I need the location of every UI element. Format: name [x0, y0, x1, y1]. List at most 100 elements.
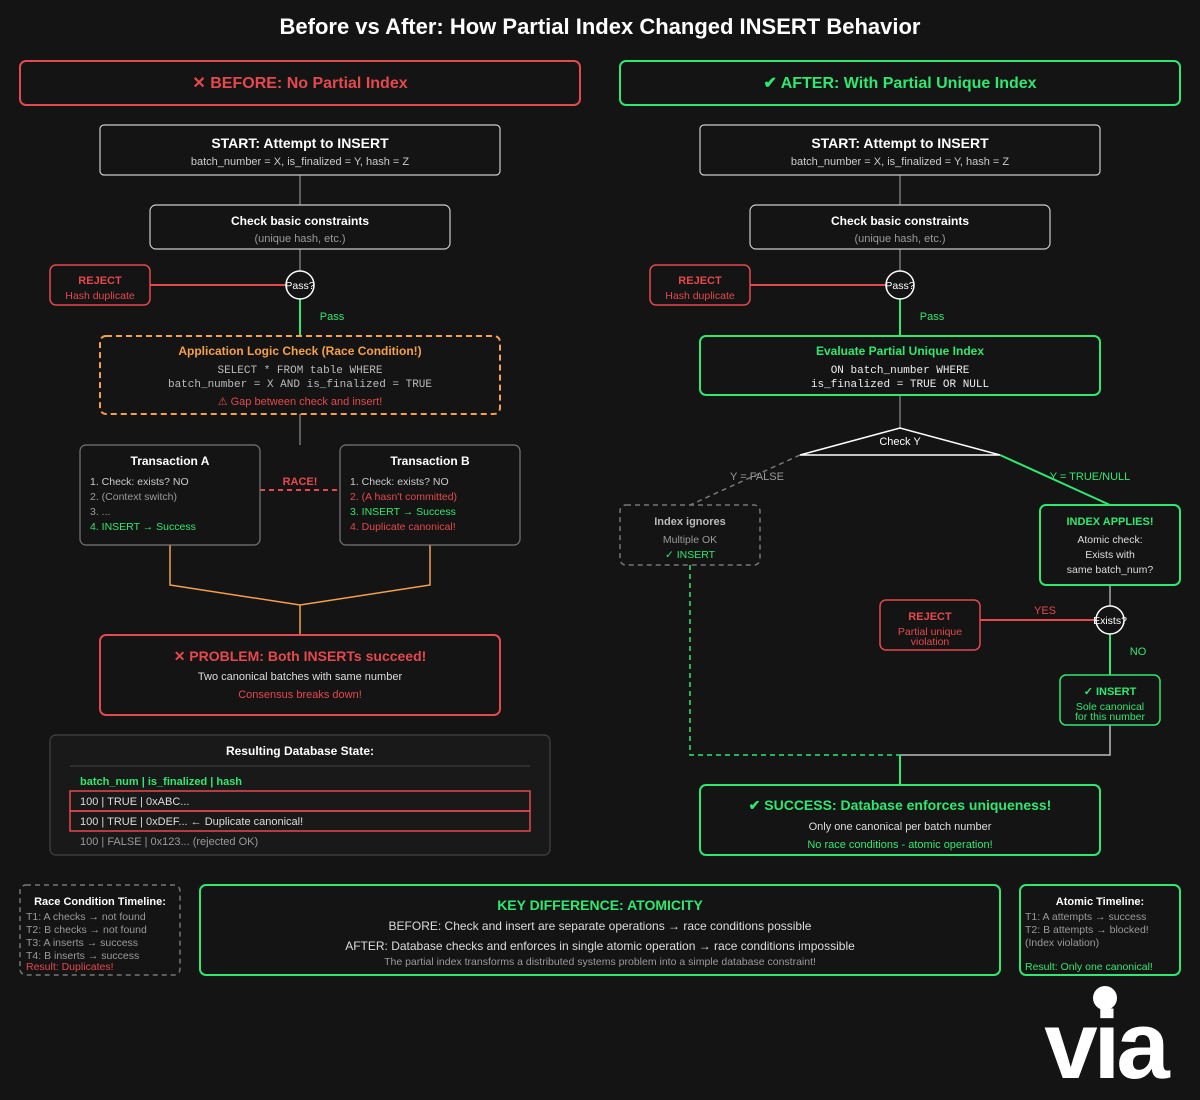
after-start-title: START: Attempt to INSERT	[811, 135, 989, 151]
reject-violation-line: violation	[911, 636, 950, 648]
y-true-label: Y = TRUE/NULL	[1050, 471, 1131, 483]
after-header: ✔ AFTER: With Partial Unique Index	[763, 75, 1036, 92]
before-pass-label: Pass	[320, 311, 345, 323]
after-start-box	[699, 124, 1101, 176]
exists-decision-node	[1095, 605, 1125, 635]
transaction-b-line: 2. (A hasn't committed)	[350, 491, 457, 503]
before-check-title: Check basic constraints	[231, 214, 369, 228]
race-timeline-line: T4: B inserts → success	[26, 950, 139, 962]
evaluate-index-title: Evaluate Partial Unique Index	[816, 344, 984, 358]
before-reject-title: REJECT	[78, 275, 122, 287]
problem-sub: Two canonical batches with same number	[198, 671, 403, 683]
db-header: batch_num | is_finalized | hash	[80, 776, 242, 788]
index-ignores-box	[619, 504, 761, 566]
insert-merge-connector	[900, 725, 1111, 756]
index-ignores-insert: ✓ INSERT	[665, 549, 716, 561]
after-check-box	[749, 204, 1051, 250]
evaluate-index-box	[699, 335, 1101, 396]
race-timeline-box	[19, 884, 181, 976]
problem-warning: Consensus breaks down!	[238, 689, 362, 701]
after-start-sub: batch_number = X, is_finalized = Y, hash…	[791, 156, 1009, 168]
index-applies-line: same batch_num?	[1067, 564, 1154, 576]
transaction-a-line: 4. INSERT → Success	[90, 521, 196, 533]
after-reject-sub: Hash duplicate	[665, 290, 735, 302]
race-label: RACE!	[283, 476, 318, 488]
db-row: 100 | FALSE | 0x123... (rejected OK)	[80, 836, 258, 848]
transaction-a-line: 3. ...	[90, 506, 110, 518]
key-difference-after: AFTER: Database checks and enforces in s…	[345, 939, 855, 953]
transaction-a-box	[79, 444, 261, 546]
before-reject-sub: Hash duplicate	[65, 290, 135, 302]
key-difference-before: BEFORE: Check and insert are separate op…	[389, 919, 812, 933]
ignore-merge-connector	[689, 565, 900, 756]
app-logic-code-1: SELECT * FROM table WHERE	[217, 365, 382, 377]
page-title: Before vs After: How Partial Index Chang…	[280, 14, 921, 39]
check-y-node	[799, 427, 1001, 456]
transaction-b-line: 3. INSERT → Success	[350, 506, 456, 518]
db-row-highlight	[69, 810, 531, 832]
key-difference-title: KEY DIFFERENCE: ATOMICITY	[497, 897, 703, 913]
after-decision-node	[885, 270, 915, 300]
db-row: 100 | TRUE | 0xDEF... ← Duplicate canoni…	[80, 816, 303, 828]
before-check-box	[149, 204, 451, 250]
race-timeline-line: T3: A inserts → success	[26, 937, 138, 949]
db-state-title: Resulting Database State:	[226, 744, 374, 758]
after-check-title: Check basic constraints	[831, 214, 969, 228]
key-difference-box	[199, 884, 1001, 976]
app-logic-box	[99, 335, 501, 415]
before-decision-node	[285, 270, 315, 300]
atomic-timeline-line: T1: A attempts → success	[1025, 911, 1146, 923]
before-check-sub: (unique hash, etc.)	[254, 233, 345, 245]
success-note: No race conditions - atomic operation!	[807, 839, 992, 851]
app-logic-code-2: batch_number = X AND is_finalized = TRUE	[168, 379, 432, 391]
before-header: ✕ BEFORE: No Partial Index	[192, 75, 407, 92]
insert-canonical-line: Sole canonical	[1076, 701, 1144, 713]
insert-canonical-title: ✓ INSERT	[1084, 686, 1137, 698]
before-start-title: START: Attempt to INSERT	[211, 135, 389, 151]
reject-violation-title: REJECT	[908, 611, 952, 623]
index-ignores-sub: Multiple OK	[663, 534, 717, 546]
success-title: ✔ SUCCESS: Database enforces uniqueness!	[749, 797, 1052, 813]
success-sub: Only one canonical per batch number	[809, 821, 992, 833]
atomic-timeline-box	[1019, 884, 1181, 976]
key-difference-note: The partial index transforms a distribut…	[384, 956, 816, 968]
index-ignores-title: Index ignores	[654, 516, 726, 528]
false-branch	[689, 454, 801, 506]
after-decision-label: Pass?	[885, 280, 914, 292]
bottom-row: Race Condition Timeline: T1: A checks → …	[19, 884, 1181, 976]
logo-text: via	[1044, 992, 1170, 1099]
race-timeline-line: T2: B checks → not found	[26, 924, 147, 936]
merge-connector	[169, 545, 431, 606]
after-column: ✔ AFTER: With Partial Unique Index START…	[619, 60, 1181, 856]
app-logic-warning: ⚠ Gap between check and insert!	[218, 396, 383, 408]
after-pass-label: Pass	[920, 311, 945, 323]
db-row: 100 | TRUE | 0xABC...	[80, 796, 189, 808]
race-timeline-line: T1: A checks → not found	[26, 911, 146, 923]
index-applies-title: INDEX APPLIES!	[1067, 516, 1154, 528]
atomic-timeline-title: Atomic Timeline:	[1056, 896, 1144, 908]
transaction-b-box	[339, 444, 521, 546]
problem-title: ✕ PROBLEM: Both INSERTs succeed!	[174, 648, 427, 664]
atomic-timeline-line: T2: B attempts → blocked!	[1025, 924, 1149, 936]
true-branch	[999, 454, 1111, 506]
via-logo: via	[1044, 986, 1174, 1099]
index-applies-box	[1039, 504, 1181, 586]
success-box	[699, 784, 1101, 856]
transaction-a-line: 2. (Context switch)	[90, 491, 177, 503]
before-decision-label: Pass?	[285, 280, 314, 292]
transaction-b-title: Transaction B	[390, 454, 470, 468]
insert-canonical-line: for this number	[1075, 711, 1146, 723]
atomic-timeline-result: Result: Only one canonical!	[1025, 961, 1153, 973]
atomic-timeline-line: (Index violation)	[1025, 937, 1099, 949]
before-reject-box	[49, 264, 151, 306]
no-label: NO	[1130, 646, 1147, 658]
reject-violation-box	[879, 599, 981, 651]
transaction-a-title: Transaction A	[131, 454, 210, 468]
logo-dot	[1093, 986, 1117, 1010]
before-start-sub: batch_number = X, is_finalized = Y, hash…	[191, 156, 409, 168]
evaluate-index-code-2: is_finalized = TRUE OR NULL	[811, 379, 989, 391]
after-check-sub: (unique hash, etc.)	[854, 233, 945, 245]
race-timeline-result: Result: Duplicates!	[26, 961, 114, 973]
transaction-a-line: 1. Check: exists? NO	[90, 476, 189, 488]
